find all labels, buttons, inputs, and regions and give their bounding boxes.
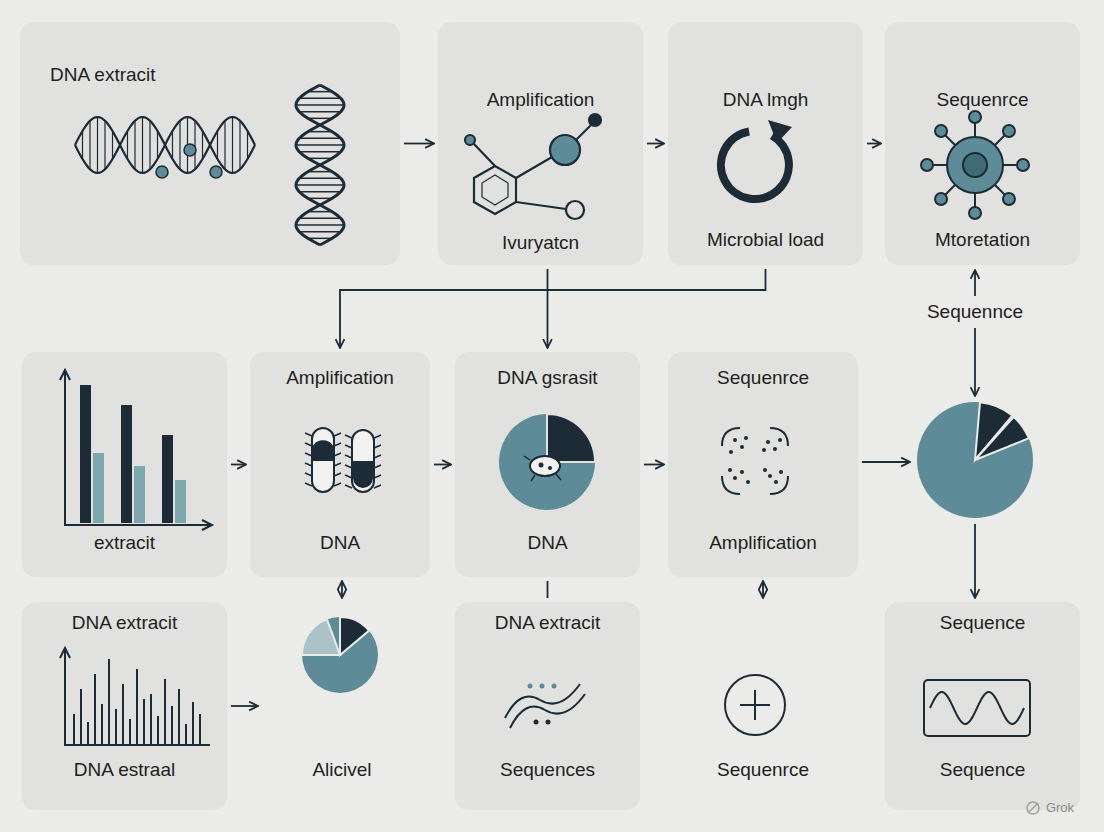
panel-heading: Amplification bbox=[487, 89, 595, 110]
panel-caption: Ivuryatcn bbox=[502, 232, 579, 253]
panel-caption: Microbial load bbox=[707, 229, 824, 250]
arrow-up bbox=[975, 270, 976, 296]
bar-chart-icon bbox=[60, 370, 212, 530]
process-panel: SequenrceAmplification bbox=[668, 352, 858, 577]
panel-heading: Alicivel bbox=[312, 759, 371, 780]
icon-group: Sequenrce bbox=[668, 602, 858, 810]
process-panel: DNA extracitDNA estraal bbox=[22, 602, 227, 810]
watermark: Grok bbox=[1043, 797, 1077, 819]
panel-caption: Amplification bbox=[709, 532, 817, 553]
flow-arrow bbox=[434, 464, 451, 466]
panel-heading: DNA gsrasit bbox=[497, 367, 597, 388]
process-panel: AmplificationIvuryatcn bbox=[438, 22, 643, 265]
process-panel: DNA extracit bbox=[20, 22, 400, 265]
panel-heading: DNA lmgh bbox=[723, 89, 809, 110]
flow-arrow bbox=[547, 581, 549, 598]
dna-helix-icon bbox=[75, 85, 344, 245]
panel-caption: Sequences bbox=[500, 759, 595, 780]
flow-arrow bbox=[867, 143, 881, 145]
text-slot: Sequenrce bbox=[885, 88, 1080, 112]
flow-arrow bbox=[231, 705, 258, 707]
flow-arrow bbox=[762, 581, 764, 598]
text-slot: DNA extracit bbox=[50, 63, 156, 87]
panel-caption: DNA bbox=[320, 532, 360, 553]
load-ring-icon bbox=[721, 120, 792, 199]
pie-bacterium-icon bbox=[499, 414, 595, 510]
panel-caption: DNA estraal bbox=[74, 759, 175, 780]
text-slot: Sequences bbox=[455, 758, 640, 782]
process-panel: extracit bbox=[22, 352, 227, 577]
watermark-icon bbox=[1027, 802, 1039, 814]
process-panel: SequenceSequence bbox=[885, 602, 1080, 810]
pie-chart bbox=[917, 402, 1033, 518]
dot-corners-icon bbox=[722, 428, 788, 494]
text-slot: DNA extracit bbox=[455, 611, 640, 635]
flow-arrow bbox=[547, 269, 549, 348]
bacteria-icon bbox=[305, 428, 381, 492]
process-panel: DNA extracitSequences bbox=[455, 602, 640, 810]
waveform-icon bbox=[924, 680, 1030, 736]
process-panel: AmplificationDNA bbox=[250, 352, 430, 577]
flow-arrow bbox=[647, 143, 664, 145]
text-slot: Sequenrce bbox=[668, 366, 858, 390]
panel-heading: Amplification bbox=[286, 367, 394, 388]
flow-arrow bbox=[231, 464, 246, 466]
arrow-down bbox=[862, 328, 975, 598]
text-slot: Ivuryatcn bbox=[438, 231, 643, 255]
text-slot: Amplification bbox=[250, 366, 430, 390]
process-panel: DNA gsrasitDNA bbox=[455, 352, 640, 577]
panel-heading: DNA extracit bbox=[50, 64, 156, 85]
flow-arrow bbox=[644, 464, 664, 466]
icon-group: Alicivel bbox=[262, 602, 422, 810]
text-slot: Amplification bbox=[438, 88, 643, 112]
edge-label: Sequennce bbox=[924, 301, 1026, 323]
text-slot: Sequenrce bbox=[668, 758, 858, 782]
text-slot: Alicivel bbox=[262, 758, 422, 782]
panel-caption: Mtoretation bbox=[935, 229, 1030, 250]
panel-heading: Sequenrce bbox=[717, 367, 809, 388]
text-slot: DNA bbox=[455, 531, 640, 555]
dna-dots bbox=[156, 144, 222, 178]
panel-heading: Sequenrce bbox=[717, 759, 809, 780]
flow-arrow bbox=[340, 269, 766, 348]
panel-heading: Sequence bbox=[940, 612, 1026, 633]
molecule-icon bbox=[465, 114, 601, 219]
panel-heading: DNA extracit bbox=[495, 612, 601, 633]
panel-caption: DNA bbox=[527, 532, 567, 553]
text-slot: DNA bbox=[250, 531, 430, 555]
sequence-strand-icon bbox=[505, 684, 585, 729]
process-panel: DNA lmghMicrobial load bbox=[668, 22, 863, 265]
text-slot: Sequence bbox=[885, 758, 1080, 782]
flow-arrow bbox=[404, 143, 434, 145]
panel-caption: Sequence bbox=[940, 759, 1026, 780]
spike-chart-icon bbox=[60, 648, 210, 745]
panel-heading: Sequenrce bbox=[937, 89, 1029, 110]
panel-heading: extracit bbox=[94, 532, 155, 553]
text-slot: Mtoretation bbox=[885, 228, 1080, 252]
panel-heading: DNA extracit bbox=[72, 612, 178, 633]
text-slot: DNA extracit bbox=[22, 611, 227, 635]
flow-arrow bbox=[341, 581, 343, 598]
text-slot: Sequence bbox=[885, 611, 1080, 635]
small-pie-icon bbox=[302, 617, 378, 693]
text-slot: Microbial load bbox=[668, 228, 863, 252]
text-slot: DNA gsrasit bbox=[455, 366, 640, 390]
text-slot: DNA estraal bbox=[22, 758, 227, 782]
plus-circle-icon bbox=[725, 675, 785, 735]
text-slot: Amplification bbox=[668, 531, 858, 555]
virus-icon bbox=[921, 111, 1029, 219]
text-slot: DNA lmgh bbox=[668, 88, 863, 112]
text-slot: extracit bbox=[22, 531, 227, 555]
process-panel: SequenrceMtoretation bbox=[885, 22, 1080, 265]
